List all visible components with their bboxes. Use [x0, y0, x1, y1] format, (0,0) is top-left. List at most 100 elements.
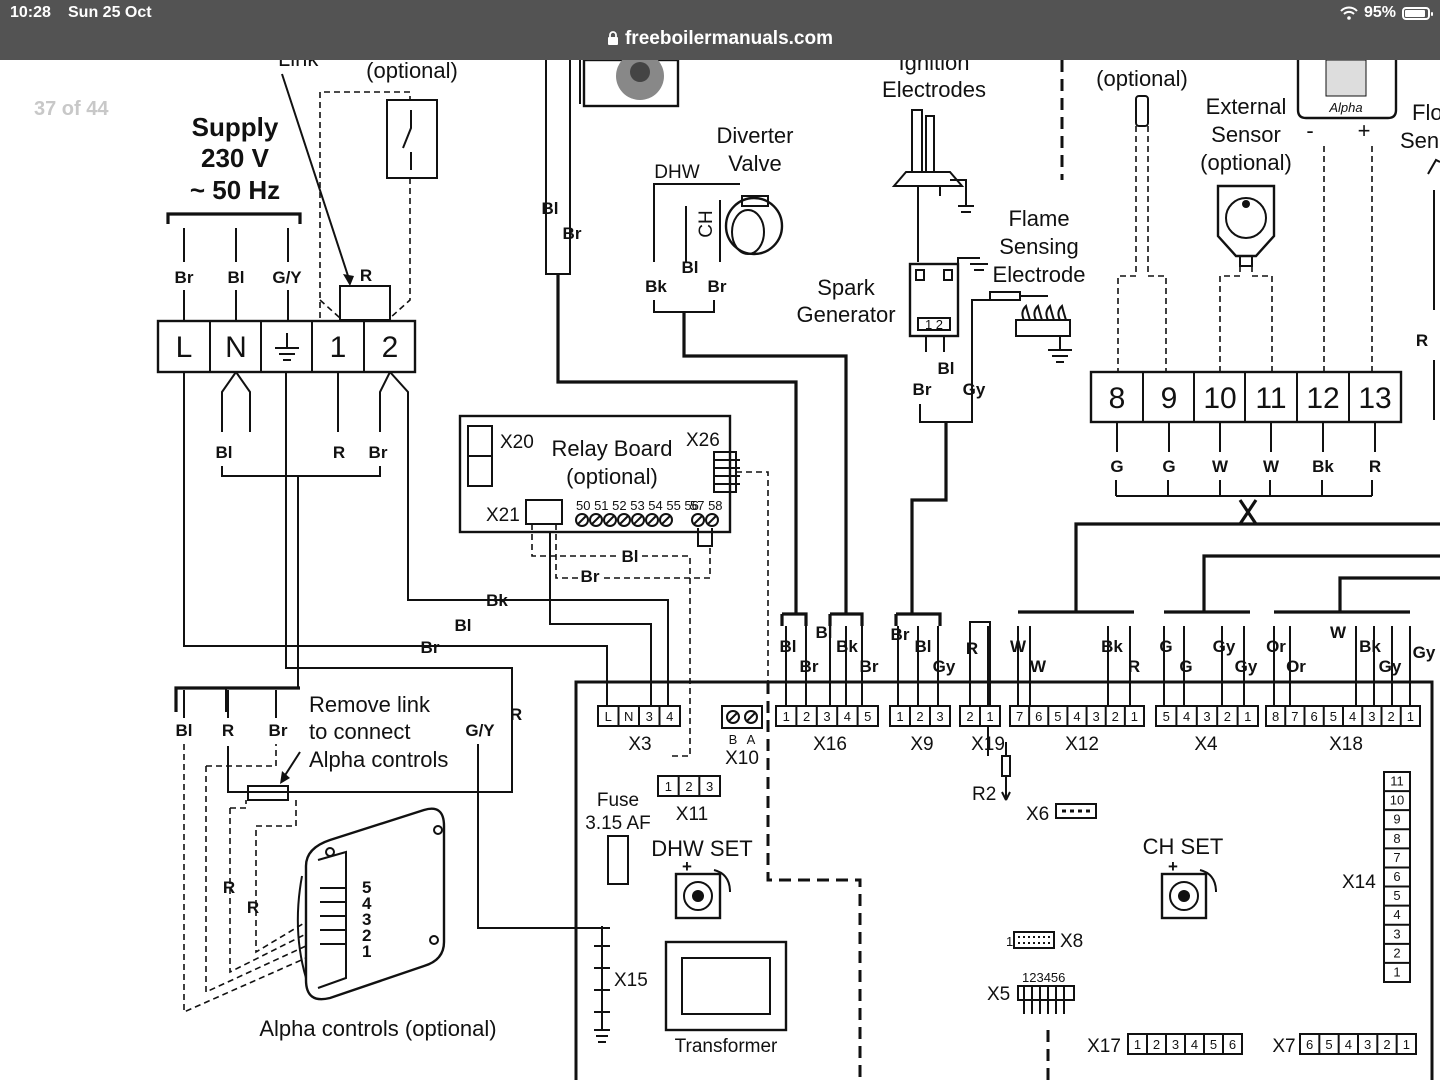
ch-set-knob[interactable]: +	[1160, 857, 1217, 920]
pcb-wire-label: Br	[860, 657, 879, 676]
wiring-diagram[interactable]: .w { stroke:#111; stroke-width:2; fill:n…	[0, 60, 1440, 1080]
supply-label-1: Supply	[192, 112, 279, 142]
battery-icon	[1402, 6, 1433, 20]
x15-connector	[594, 926, 610, 1043]
relay-x20: X20	[500, 432, 534, 453]
x9-pin: 3	[936, 709, 943, 724]
alpha-wire-r: R	[222, 721, 234, 740]
x18-pin: 7	[1291, 709, 1298, 724]
pcb-wire-label: Bl	[780, 637, 797, 656]
address-url: freeboilermanuals.com	[624, 28, 834, 49]
x18-label: X18	[1329, 734, 1363, 755]
x3-pin: N	[624, 709, 633, 724]
x4-pin: 4	[1183, 709, 1190, 724]
removable-link	[247, 785, 289, 801]
svg-text:2: 2	[1393, 945, 1400, 960]
relay-x21: X21	[486, 505, 520, 526]
x7-pin: 5	[1325, 1037, 1332, 1052]
alpha-logo: Alpha	[1328, 100, 1362, 115]
x4-label: X4	[1194, 734, 1218, 755]
pcb-wire-label: Gy	[933, 657, 956, 676]
x7-pin: 4	[1345, 1037, 1352, 1052]
address-bar[interactable]: freeboilermanuals.com	[0, 28, 1440, 50]
remove-link-3: Alpha controls	[309, 747, 448, 772]
pcb-wire-label: Gy	[1379, 657, 1402, 676]
optional-switch	[386, 99, 438, 179]
sensor-terminal-9: 9	[1161, 382, 1178, 415]
x12-pin: 1	[1131, 709, 1138, 724]
x18-pin: 3	[1368, 709, 1375, 724]
x17-pin: 2	[1153, 1037, 1160, 1052]
terminal-n: N	[225, 331, 247, 364]
sensor-terminal-13: 13	[1358, 382, 1391, 415]
relay-wire-bl: Bl	[622, 547, 639, 566]
dhw-set-knob[interactable]: +	[674, 857, 731, 920]
pcb-wire-label: W	[1030, 657, 1047, 676]
x7-label: X7	[1272, 1036, 1295, 1057]
relay-screw-4	[631, 513, 645, 527]
x16-pin: 1	[783, 709, 790, 724]
x10-label: X10	[725, 748, 759, 769]
fuse-label-2: 3.15 AF	[585, 813, 651, 834]
pcb-wire-label: W	[1330, 623, 1347, 642]
x12-pin: 4	[1073, 709, 1080, 724]
x19-pin: 2	[966, 709, 973, 724]
spark-label-1: Spark	[817, 275, 875, 300]
x17-pin: 3	[1172, 1037, 1179, 1052]
spark-wire-bl: Bl	[938, 359, 955, 378]
x4-pin: 5	[1163, 709, 1170, 724]
pcb-wire-label: Bk	[1101, 637, 1123, 656]
sensor-wire-label: G	[1162, 457, 1175, 476]
svg-text:+: +	[682, 857, 692, 876]
relay-optional: (optional)	[566, 464, 658, 489]
x3-label: X3	[628, 734, 651, 755]
x6-connector	[1055, 803, 1097, 819]
pcb-wire-label: Or	[1286, 657, 1306, 676]
dhw-set-label[interactable]: DHW SET	[651, 836, 752, 861]
x17-label: X17	[1087, 1036, 1121, 1057]
x18-pin: 8	[1272, 709, 1279, 724]
status-date: Sun 25 Oct	[68, 4, 152, 21]
alpha-pin-2: 2	[362, 926, 371, 945]
sensor-wire-label: R	[1369, 457, 1381, 476]
x15-label: X15	[614, 970, 648, 991]
x4-pin: 2	[1224, 709, 1231, 724]
flow-sensor-1: Flo	[1412, 100, 1440, 125]
x4-pin: 1	[1244, 709, 1251, 724]
diverter-label-1: Diverter	[716, 123, 793, 148]
alpha-controls-unit	[296, 807, 446, 1001]
svg-text:6: 6	[1393, 869, 1400, 884]
svg-text:+: +	[1168, 857, 1178, 876]
x8-pin: 1	[1006, 934, 1013, 949]
relay-screw-7	[691, 513, 705, 527]
svg-text:1: 1	[1393, 964, 1400, 979]
pcb-wire-label: Bk	[1359, 637, 1381, 656]
flame-label-1: Flame	[1008, 206, 1069, 231]
relay-screw-3	[617, 513, 631, 527]
r2-label: R2	[972, 784, 996, 805]
svg-text:8: 8	[1393, 831, 1400, 846]
relay-screw-5	[645, 513, 659, 527]
pcb-wire-label: Bk	[836, 637, 858, 656]
ch-set-label[interactable]: CH SET	[1143, 834, 1224, 859]
x12-pin: 7	[1016, 709, 1023, 724]
x7-pin: 1	[1403, 1037, 1410, 1052]
alpha-pin-1: 1	[362, 942, 371, 961]
x18-pin: 5	[1330, 709, 1337, 724]
ignition-label-2: Electrodes	[882, 77, 986, 102]
x5-pins: 123456	[1022, 970, 1065, 985]
x14-label: X14	[1342, 872, 1376, 893]
relay-wire-br: Br	[581, 567, 600, 586]
x17-pin: 6	[1229, 1037, 1236, 1052]
wire-label-gy: G/Y	[272, 268, 302, 287]
svg-text:9: 9	[1393, 812, 1400, 827]
x6-label: X6	[1026, 804, 1049, 825]
pump-wire-br: Br	[563, 224, 582, 243]
x17-pin: 1	[1134, 1037, 1141, 1052]
relay-terminals-2: 57 58	[690, 498, 723, 513]
